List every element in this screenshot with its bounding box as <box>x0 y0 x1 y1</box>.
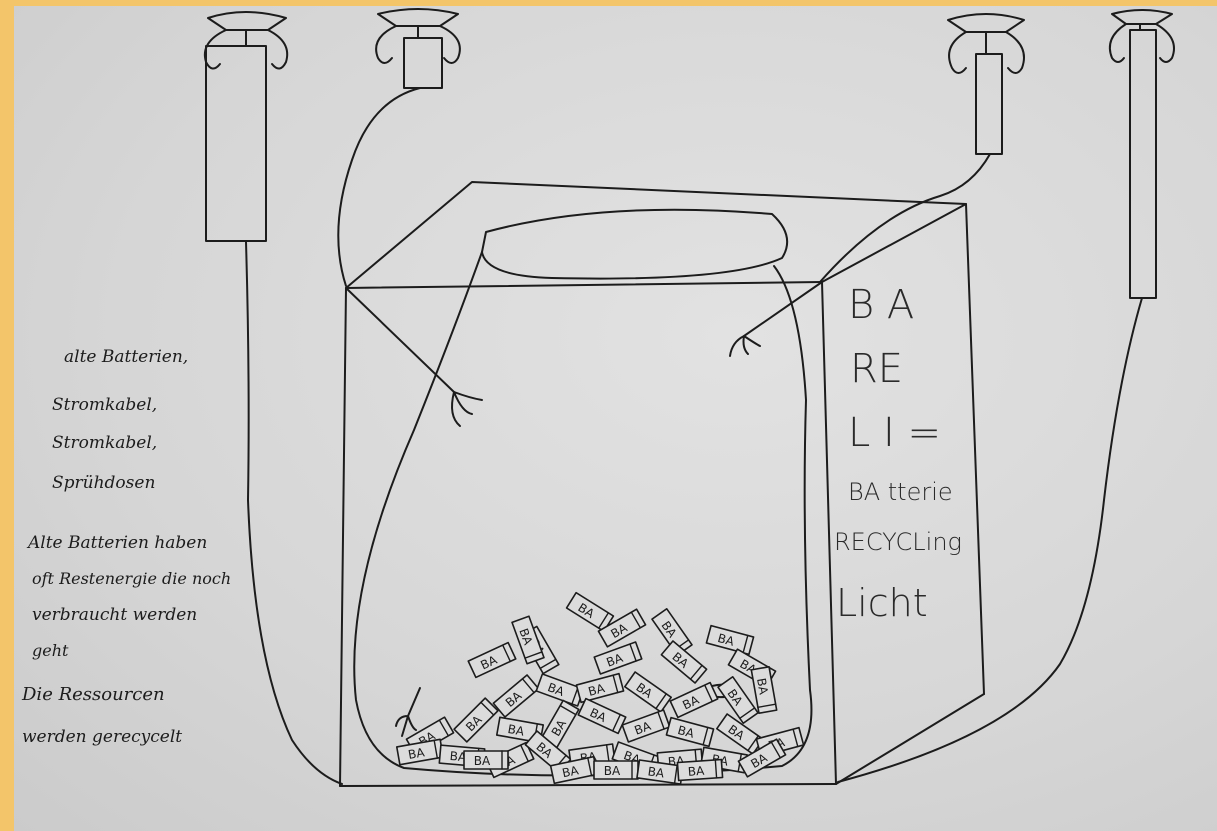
battery-icon: BA <box>677 759 722 780</box>
side-label-line: RECYCLing <box>834 528 962 556</box>
side-label: B A RE L I = BA tterie RECYCLing Licht <box>834 282 962 625</box>
battery-icon: BA <box>468 643 515 678</box>
note-line: Sprühdosen <box>52 473 155 493</box>
note-line: Alte Batterien haben <box>26 533 207 553</box>
lamp-3 <box>948 14 1024 154</box>
battery-icon: BA <box>567 593 614 632</box>
notes: alte Batterien, Stromkabel, Stromkabel, … <box>21 347 231 747</box>
battery-icon: BA <box>622 710 670 742</box>
battery-label: BA <box>604 764 621 778</box>
side-label-line: Licht <box>836 581 928 625</box>
battery-icon: BA <box>454 698 498 742</box>
lamp-2 <box>376 9 460 88</box>
side-label-line: B A <box>848 282 914 328</box>
battery-icon: BA <box>625 672 671 712</box>
note-line: alte Batterien, <box>64 347 188 367</box>
battery-icon: BA <box>493 675 538 717</box>
battery-icon: BA <box>594 761 638 779</box>
battery-icon: BA <box>717 714 763 754</box>
battery-label: BA <box>687 764 705 779</box>
battery-icon: BA <box>706 626 753 655</box>
note-line: verbraucht werden <box>32 605 197 625</box>
note-line: Stromkabel, <box>52 433 157 453</box>
lamp-1 <box>205 12 287 241</box>
battery-icon: BA <box>670 683 717 718</box>
battery-label: BA <box>754 677 771 696</box>
battery-label: BA <box>474 754 491 768</box>
lamp-4 <box>1110 10 1174 298</box>
battery-label: BA <box>507 722 526 739</box>
note-line: Stromkabel, <box>52 395 157 415</box>
side-label-line: L I = <box>848 410 941 456</box>
note-line: oft Restenergie die noch <box>32 569 231 588</box>
battery-label: BA <box>647 764 666 780</box>
side-label-line: BA tterie <box>848 478 953 506</box>
side-label-line: RE <box>850 346 903 392</box>
note-line: Die Ressourcen <box>21 684 165 705</box>
battery-icon: BA <box>536 674 584 706</box>
battery-icon: BA <box>666 718 713 747</box>
battery-label: BA <box>407 745 426 762</box>
battery-icon: BA <box>594 642 642 674</box>
battery-icon: BA <box>464 751 508 769</box>
battery-icon: BA <box>718 677 758 723</box>
battery-icon: BA <box>578 699 625 734</box>
note-line: werden gerecycelt <box>22 727 182 747</box>
battery-icon: BA <box>397 739 443 764</box>
battery-icon: BA <box>576 674 623 703</box>
note-line: geht <box>32 641 69 660</box>
